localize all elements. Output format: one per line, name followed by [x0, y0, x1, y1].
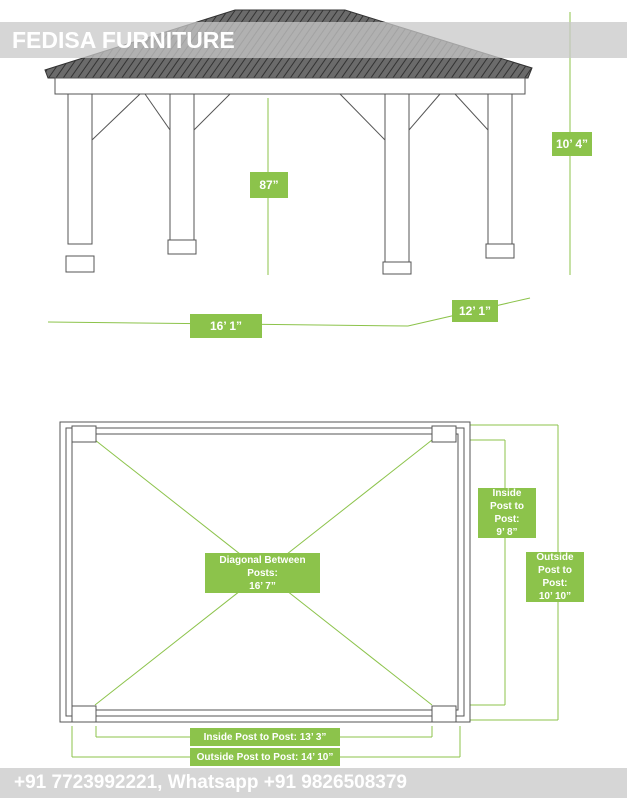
watermark-top: FEDISA FURNITURE: [0, 22, 627, 58]
elevation-view: [44, 9, 533, 275]
brace: [339, 93, 386, 141]
brace: [144, 93, 171, 131]
brace: [408, 93, 441, 131]
brace: [454, 93, 489, 131]
post: [67, 93, 93, 245]
plan-outline-middle: [65, 427, 465, 717]
post: [169, 93, 195, 245]
outside-side-value: 10’ 10”: [538, 591, 572, 602]
post-base: [382, 261, 412, 275]
inside-side-label: Inside Post to Post: 9’ 8”: [478, 488, 536, 538]
diagonal-label: Diagonal Between Posts: 16’ 7”: [205, 553, 320, 593]
corner-post: [71, 425, 97, 443]
corner-post: [71, 705, 97, 723]
plan-outline-outer: [59, 421, 471, 723]
beam: [54, 77, 526, 95]
plan-outline-inner: [71, 433, 459, 711]
post-height-label: 87”: [250, 172, 288, 198]
post-base: [167, 239, 197, 255]
post-base: [485, 243, 515, 259]
inside-side-value: 9’ 8”: [496, 527, 518, 538]
inside-bottom-label: Inside Post to Post: 13’ 3”: [190, 728, 340, 746]
outside-side-label-2: Post to Post:: [538, 565, 572, 589]
diagonal-label-text: Diagonal Between Posts:: [219, 554, 306, 579]
brace: [193, 93, 231, 131]
plan-view: [59, 421, 471, 723]
total-height-label: 10’ 4”: [552, 132, 592, 156]
inside-side-label-2: Post to Post:: [490, 501, 524, 525]
post: [384, 93, 410, 265]
diagonal-value: 16’ 7”: [249, 580, 276, 592]
outside-bottom-label: Outside Post to Post: 14’ 10”: [190, 748, 340, 766]
length-label: 16’ 1”: [190, 314, 262, 338]
outside-side-label-1: Outside: [536, 552, 574, 563]
width-label: 12’ 1”: [452, 300, 498, 322]
post-base: [65, 255, 95, 273]
inside-side-label-1: Inside: [492, 488, 522, 499]
post: [487, 93, 513, 245]
outside-side-label: Outside Post to Post: 10’ 10”: [526, 552, 584, 602]
corner-post: [431, 705, 457, 723]
brace: [91, 93, 141, 141]
watermark-bottom: +91 7723992221, Whatsapp +91 9826508379: [0, 768, 627, 798]
corner-post: [431, 425, 457, 443]
